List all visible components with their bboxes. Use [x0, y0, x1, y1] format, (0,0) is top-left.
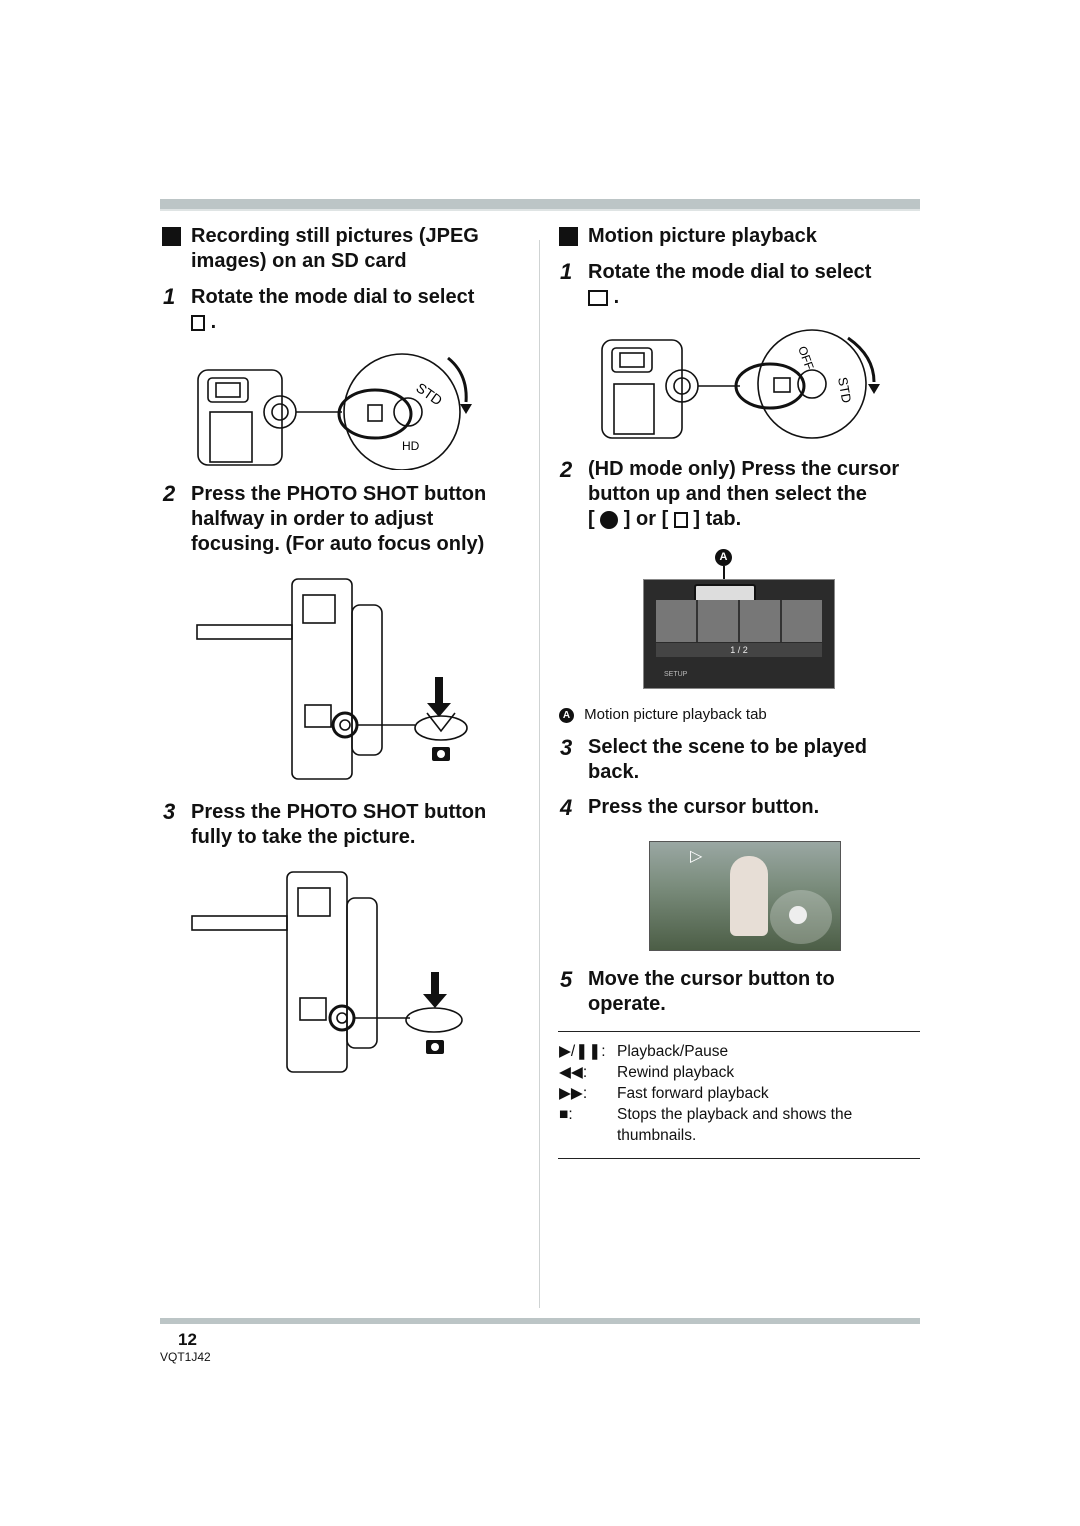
control-row: ▶▶:Fast forward playback [559, 1085, 769, 1102]
left-step2-text: Press the PHOTO SHOT button halfway in o… [191, 483, 487, 555]
column-divider [539, 240, 540, 1308]
svg-text:STD: STD [835, 376, 854, 404]
right-step4-text: Press the cursor button. [588, 796, 820, 818]
controls-rule-bottom [558, 1158, 920, 1159]
left-step2-number: 2 [163, 481, 176, 506]
right-step3-number: 3 [560, 735, 573, 760]
photo-shot-full-press-illustration [191, 871, 463, 1073]
left-step3-text: Press the PHOTO SHOT button fully to tak… [191, 801, 487, 848]
control-row: ◀◀:Rewind playback [559, 1064, 735, 1081]
cursor-center-icon [789, 906, 807, 924]
setup-label: SETUP [664, 671, 688, 678]
playback-photo-subject [730, 856, 768, 936]
motion-picture-tab-icon [600, 510, 619, 529]
left-step3-number: 3 [163, 799, 176, 824]
playback-thumbnail-screen: 1 / 2 SETUP [643, 579, 835, 689]
still-picture-tab-icon [673, 511, 688, 528]
page-number: 12 [178, 1330, 197, 1349]
top-rule-shadow [160, 209, 920, 211]
control-row: thumbnails. [617, 1127, 697, 1144]
playback-mode-icon [588, 289, 608, 306]
control-row: ■:Stops the playback and shows the [559, 1106, 853, 1123]
top-rule [160, 199, 920, 209]
still-picture-mode-icon [191, 314, 205, 331]
camera-mode-dial-illustration-playback: STD OFF [601, 329, 880, 439]
callout-marker-a: A [715, 549, 732, 566]
right-step4-number: 4 [560, 795, 573, 820]
svg-text:HD: HD [402, 439, 420, 453]
control-row: ▶/❚❚:Playback/Pause [559, 1043, 729, 1060]
document-code: VQT1J42 [160, 1350, 211, 1364]
controls-legend: ▶/❚❚:Playback/Pause ◀◀:Rewind playback ▶… [559, 1041, 919, 1146]
play-indicator-icon: ▷ [690, 848, 703, 865]
thumbnail-grid [656, 600, 822, 642]
left-step1-number: 1 [163, 284, 176, 309]
left-section-marker [162, 227, 181, 251]
right-step2-number: 2 [560, 457, 573, 482]
right-step5-text: Move the cursor button to operate. [588, 968, 835, 1015]
svg-text:OFF: OFF [795, 344, 816, 371]
right-step3-text: Select the scene to be played back. [588, 736, 867, 783]
right-step1-text: Rotate the mode dial to select . [588, 261, 872, 308]
right-step5-number: 5 [560, 967, 573, 992]
callout-leader-line [723, 566, 725, 584]
page-indicator: 1 / 2 [656, 643, 822, 657]
right-step1-number: 1 [560, 259, 573, 284]
dial-std-label-left: STD [413, 379, 445, 408]
right-section-title: Motion picture playback [588, 225, 817, 247]
playback-screen: ▷ [649, 841, 841, 951]
bottom-rule [160, 1318, 920, 1324]
controls-rule-top [558, 1031, 920, 1032]
left-step1-text: Rotate the mode dial to select . [191, 286, 475, 333]
left-section-title: Recording still pictures (JPEG images) o… [191, 225, 479, 272]
camera-mode-dial-illustration-still: STD HD [197, 353, 472, 470]
callout-caption: A Motion picture playback tab [559, 704, 767, 725]
right-section-marker [559, 227, 578, 251]
photo-shot-halfway-illustration [196, 578, 468, 780]
right-step2-text: (HD mode only) Press the cursor button u… [588, 458, 900, 530]
